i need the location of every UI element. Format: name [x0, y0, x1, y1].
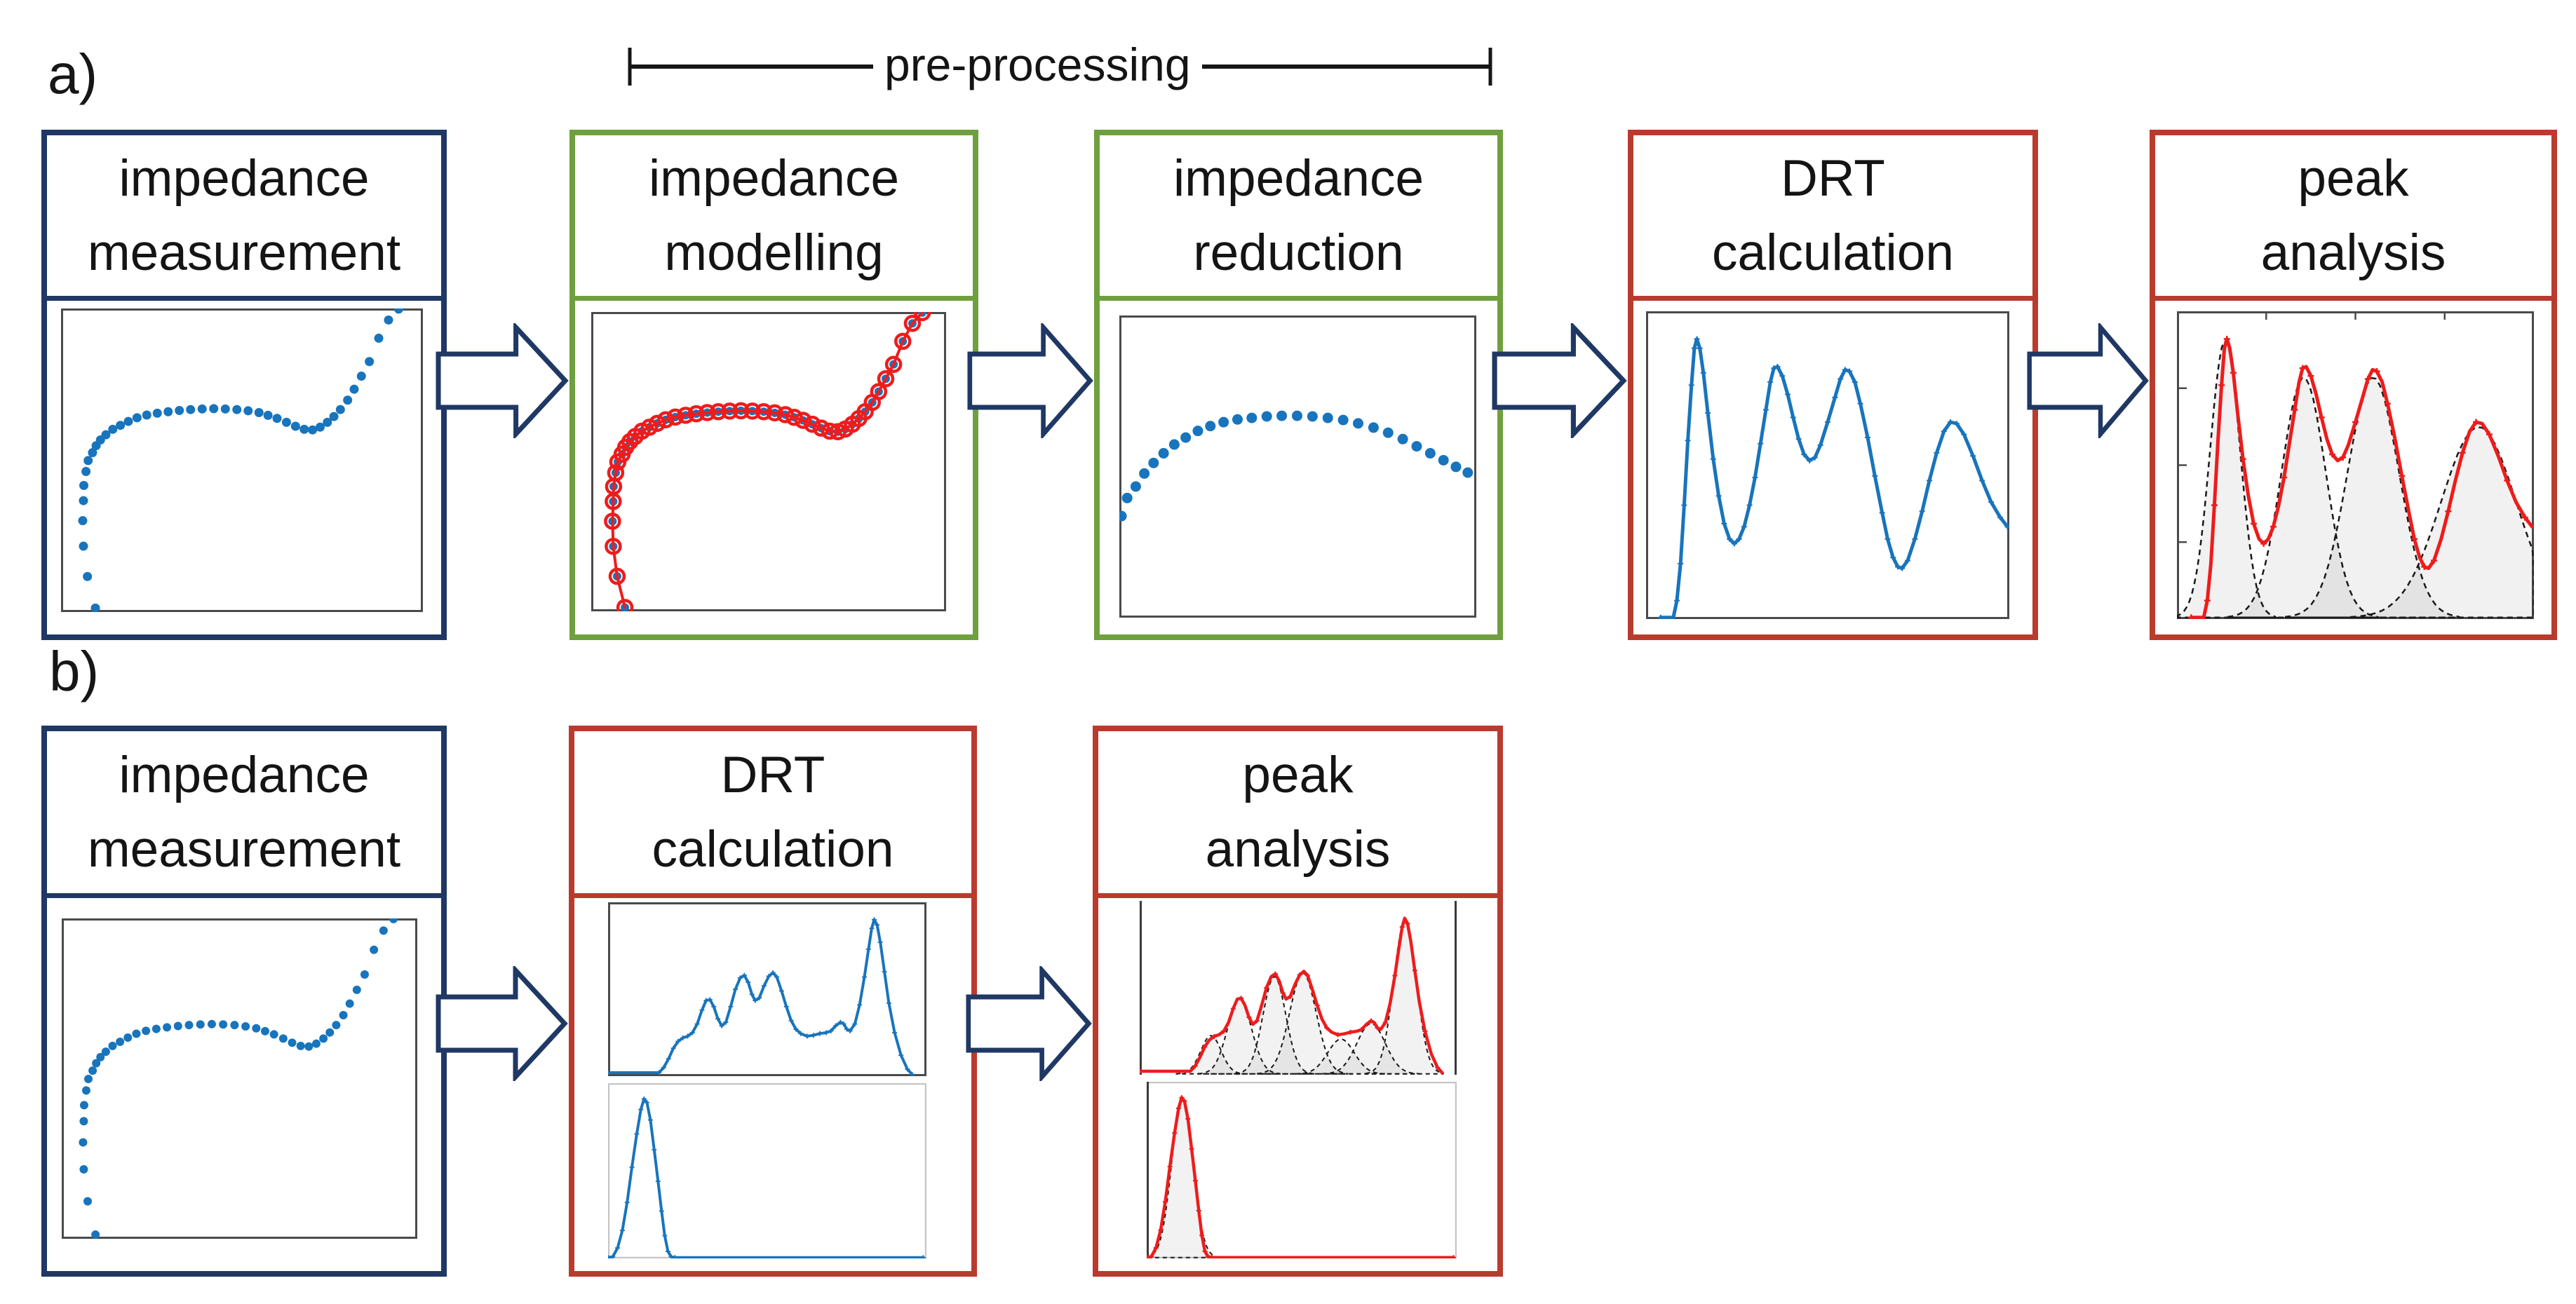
title-line: impedance [119, 746, 370, 803]
title-line: peak [1242, 746, 1354, 803]
box-title: impedance modelling [575, 135, 973, 296]
drt-spectrum-plot-bottom [608, 1083, 926, 1258]
flow-arrow-icon [966, 966, 1092, 1081]
flow-arrow-icon [436, 323, 569, 438]
panel-b-label: b) [49, 640, 100, 702]
title-line: impedance [1173, 149, 1424, 207]
title-line: DRT [1781, 149, 1885, 207]
title-line: analysis [1205, 820, 1391, 878]
title-divider [574, 893, 971, 898]
box-a-impedance-reduction: impedance reduction [1094, 130, 1503, 640]
box-title: DRT calculation [1633, 135, 2032, 296]
box-b-drt-calculation: DRT calculation [569, 726, 977, 1277]
box-title: DRT calculation [574, 731, 971, 893]
title-line: impedance [648, 149, 900, 207]
panel-a-label: a) [48, 43, 98, 105]
flow-arrow-icon [1492, 323, 1627, 438]
preprocessing-label: pre-processing [873, 39, 1202, 90]
flow-arrow-icon [436, 966, 568, 1081]
box-title: impedance reduction [1100, 135, 1497, 296]
title-divider [47, 893, 441, 898]
title-line: modelling [664, 224, 884, 281]
title-divider [47, 296, 441, 301]
nyquist-scatter-plot [61, 308, 423, 612]
title-divider [575, 296, 973, 301]
title-line: peak [2298, 149, 2409, 207]
title-line: calculation [1712, 224, 1954, 281]
peak-fit-plot-top [1140, 901, 1457, 1075]
title-line: analysis [2260, 224, 2446, 281]
title-divider [1098, 893, 1497, 898]
title-divider [1100, 296, 1497, 301]
box-a-drt-calculation: DRT calculation [1628, 130, 2038, 640]
title-divider [2155, 296, 2551, 301]
title-line: reduction [1193, 224, 1404, 281]
box-title: impedance measurement [47, 135, 441, 296]
title-line: DRT [720, 746, 825, 803]
drt-spectrum-plot-top [608, 902, 926, 1076]
flow-arrow-icon [2027, 323, 2149, 438]
title-line: measurement [87, 224, 401, 281]
drt-spectrum-plot [1646, 311, 2009, 619]
reduced-impedance-plot [1119, 315, 1476, 618]
box-title: peak analysis [1098, 731, 1497, 893]
box-title: impedance measurement [47, 731, 441, 893]
box-title: peak analysis [2155, 135, 2551, 296]
peak-fit-plot [2177, 311, 2534, 619]
box-a-peak-analysis: peak analysis [2150, 130, 2557, 640]
title-line: calculation [652, 820, 894, 878]
title-divider [1633, 296, 2032, 301]
nyquist-scatter-plot [62, 918, 417, 1239]
peak-fit-plot-bottom [1147, 1082, 1457, 1258]
flow-arrow-icon [967, 323, 1093, 438]
box-b-impedance-measurement: impedance measurement [41, 726, 447, 1277]
box-a-impedance-modelling: impedance modelling [569, 130, 978, 640]
nyquist-model-plot [591, 312, 946, 611]
box-a-impedance-measurement: impedance measurement [41, 130, 447, 640]
title-line: impedance [119, 149, 370, 207]
box-b-peak-analysis: peak analysis [1093, 726, 1503, 1277]
title-line: measurement [87, 820, 401, 878]
